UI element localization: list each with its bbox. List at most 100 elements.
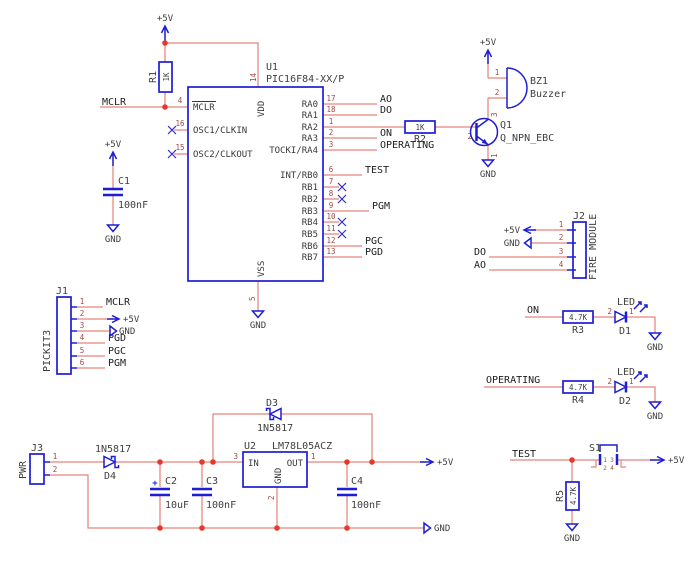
net-label-mclr-u1[interactable]: MCLR — [102, 97, 127, 108]
c4-value: 100nF — [351, 500, 381, 511]
d3-cathode-bar — [265, 407, 275, 421]
u1-pin-num-18: 18 — [326, 105, 336, 114]
junction-dot — [199, 525, 205, 531]
u1-pin-name-ra2: RA2 — [302, 123, 318, 133]
s1-pin-num-1: 1 — [603, 457, 607, 464]
power-label: GND — [564, 534, 580, 544]
component-j3-pwr[interactable]: J3 PWR 1 2 — [18, 443, 57, 485]
u2-pin-name-gnd: GND — [274, 468, 284, 484]
component-c3[interactable]: C3 100nF — [192, 476, 236, 511]
j1-pin-num-3: 3 — [80, 321, 85, 330]
power-flag-5v-u2-out: +5V — [420, 457, 454, 468]
c4-reference: C4 — [351, 476, 363, 487]
component-c4[interactable]: C4 100nF — [337, 476, 381, 511]
u1-value: PIC16F84-XX/P — [266, 74, 344, 85]
gnd-flag-vss: GND — [250, 310, 266, 331]
net-label-pgm-u1[interactable]: PGM — [372, 201, 390, 212]
net-label-ao-u1[interactable]: AO — [380, 94, 392, 105]
j1-pin-num-5: 5 — [80, 346, 85, 355]
gnd-flag-rail: GND — [423, 521, 450, 535]
power-label: +5V — [157, 14, 174, 24]
net-label-pgd-u1[interactable]: PGD — [365, 247, 383, 258]
gnd-flag-d2: GND — [647, 401, 663, 422]
component-d1-led[interactable]: LED D1 2 1 — [607, 297, 648, 337]
j1-pin-num-6: 6 — [80, 358, 85, 367]
j1-pin-ticks — [71, 306, 77, 369]
r3-body — [562, 310, 594, 324]
net-label-on-u1[interactable]: ON — [380, 128, 392, 139]
r2-body — [404, 120, 436, 134]
component-d4-schottky[interactable]: 1N5817 D4 — [95, 444, 131, 482]
wires-u1-right — [174, 103, 476, 258]
wires-j1 — [77, 306, 113, 369]
component-q1-transistor[interactable]: Q1 Q_NPN_EBC 3 1 — [469, 112, 555, 158]
net-label-pgc-u1[interactable]: PGC — [365, 236, 383, 247]
component-r3[interactable]: 4.7K R3 — [562, 310, 594, 336]
bz1-reference: BZ1 — [530, 76, 548, 87]
net-label-on[interactable]: ON — [527, 305, 539, 316]
j2-pin-num-2: 2 — [559, 233, 564, 242]
j1-pin-num-1: 1 — [80, 297, 85, 306]
component-bz1-buzzer[interactable]: 1 2 BZ1 Buzzer — [495, 67, 566, 109]
c2-polarity-plus: + — [152, 479, 158, 489]
component-j2-fire-module[interactable]: J2 FIRE MODULE 1 2 3 4 — [559, 211, 599, 280]
net-label-test-u1[interactable]: TEST — [365, 165, 389, 176]
j2-reference: J2 — [573, 211, 585, 222]
r5-reference: R5 — [555, 490, 566, 502]
net-label-pgc-j1[interactable]: PGC — [108, 346, 126, 357]
component-s1-pushbutton[interactable]: S1 1 2 3 4 — [589, 443, 626, 472]
gnd-triangle-icon — [105, 224, 121, 233]
net-label-do[interactable]: DO — [474, 247, 486, 258]
component-u1-pic16f84[interactable]: U1 PIC16F84-XX/P MCLR OSC1/CLKIN OSC2/CL… — [175, 62, 344, 301]
junction-dot — [274, 525, 280, 531]
net-label-pgm-j1[interactable]: PGM — [108, 358, 126, 369]
power-label: GND — [480, 170, 496, 180]
power-label: GND — [434, 524, 450, 534]
u2-pin-num-2: 2 — [267, 495, 276, 500]
power-arrow-up-icon — [108, 150, 118, 166]
component-c1[interactable]: C1 100nF — [103, 176, 148, 211]
net-label-mclr-j1[interactable]: MCLR — [106, 297, 131, 308]
d3-reference: D3 — [266, 398, 278, 409]
d3-body — [268, 407, 282, 421]
bz1-value: Buzzer — [530, 89, 566, 100]
component-r2[interactable]: 1K R2 2 — [404, 120, 472, 145]
u1-pin-num-5: 5 — [248, 296, 257, 301]
j3-body — [29, 453, 45, 485]
d1-pin-num-1: 1 — [629, 307, 634, 316]
component-r4[interactable]: 4.7K R4 — [562, 380, 594, 406]
component-u2-regulator[interactable]: U2 LM78L05ACZ IN OUT GND 3 1 2 — [233, 441, 332, 500]
u2-value: LM78L05ACZ — [272, 441, 332, 452]
component-r1[interactable]: R1 1K — [148, 61, 173, 93]
r4-body — [562, 380, 594, 394]
net-label-ao[interactable]: AO — [474, 260, 486, 271]
gnd-triangle-left-icon — [523, 236, 532, 250]
d4-body — [103, 455, 117, 469]
net-label-test-row[interactable]: TEST — [512, 449, 536, 460]
gnd-triangle-icon — [250, 310, 266, 319]
power-label: GND — [647, 412, 663, 422]
component-c2[interactable]: + C2 10uF — [150, 476, 189, 511]
d1-value: LED — [617, 297, 635, 308]
component-d3-schottky[interactable]: D3 1N5817 — [257, 398, 293, 434]
u1-pin-name-rb0: INT/RB0 — [280, 171, 318, 181]
s1-pin-num-4: 4 — [610, 465, 614, 472]
component-d2-led[interactable]: LED D2 2 1 — [607, 367, 648, 407]
net-label-do-u1[interactable]: DO — [380, 105, 392, 116]
gnd-flag-c1: GND — [105, 224, 121, 245]
bz1-body — [506, 67, 528, 109]
u1-pin-num-17: 17 — [326, 94, 335, 103]
net-label-operating[interactable]: OPERATING — [486, 375, 540, 386]
component-r5[interactable]: R5 4.7K — [555, 481, 580, 511]
power-arrow-right-icon — [107, 314, 121, 324]
gnd-triangle-icon — [647, 332, 663, 341]
component-j1-pickit3[interactable]: J1 PICKIT3 1 2 3 4 5 6 — [42, 286, 85, 375]
junction-dot — [162, 40, 168, 46]
net-label-operating-u1[interactable]: OPERATING — [380, 140, 434, 151]
j2-pin-ticks — [567, 229, 576, 271]
j1-body — [56, 296, 72, 375]
q1-reference: Q1 — [500, 120, 512, 131]
net-label-pgd-j1[interactable]: PGD — [108, 333, 126, 344]
gnd-flag-r5: GND — [564, 523, 580, 544]
